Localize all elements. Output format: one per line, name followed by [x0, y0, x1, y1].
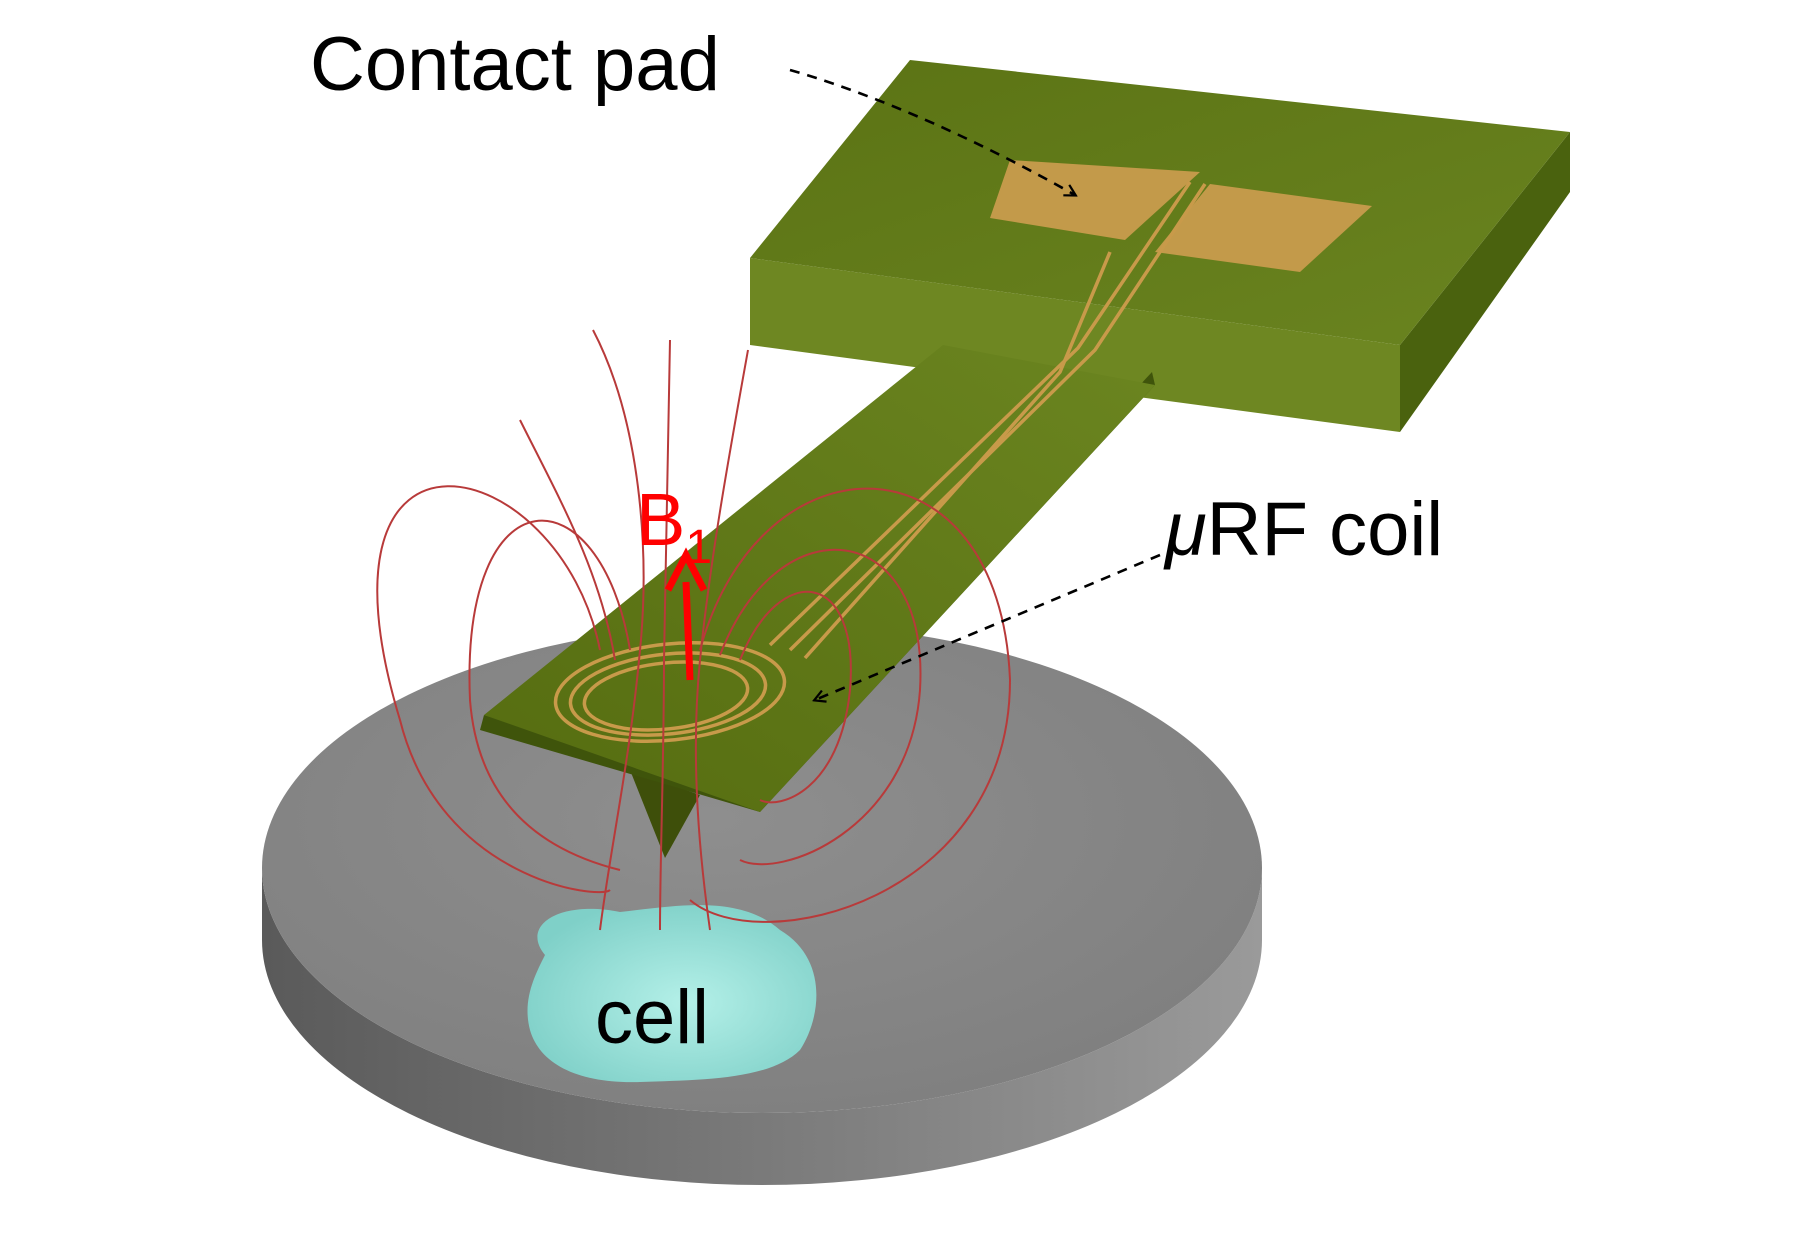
- b1-field-vector: B1: [636, 478, 712, 681]
- cell-shape: [527, 905, 817, 1083]
- field-line: [659, 339, 671, 931]
- chip-board: [750, 60, 1570, 432]
- substrate-side: [262, 868, 1262, 1185]
- cell-label: cell: [595, 975, 709, 1060]
- coil-label-text: RF coil: [1207, 487, 1443, 572]
- b1-subscript: 1: [685, 521, 712, 574]
- coil-pointer: [815, 553, 1161, 700]
- b1-label: B1: [636, 478, 712, 574]
- substrate-disk: [262, 623, 1262, 1185]
- chip-board-right: [1400, 132, 1570, 432]
- field-line: [592, 329, 645, 931]
- coil-turn-inner: [582, 660, 750, 732]
- field-line: [739, 590, 852, 804]
- contact-pad-right: [1155, 184, 1372, 272]
- field-line: [376, 485, 611, 894]
- b1-arrow-head: [664, 547, 708, 592]
- b1-letter: B: [636, 478, 685, 561]
- contact-pad-label: Contact pad: [310, 22, 720, 107]
- field-line: [719, 548, 922, 866]
- field-line: [694, 349, 749, 931]
- cantilever-tip: [630, 770, 700, 858]
- b1-arrow-shaft: [682, 581, 694, 681]
- trace-lead-b: [788, 183, 1207, 652]
- chip-board-front: [750, 258, 1400, 432]
- cantilever-top: [484, 345, 1155, 812]
- substrate-top: [262, 623, 1262, 1113]
- field-line: [468, 519, 631, 871]
- cantilever: [480, 345, 1155, 858]
- trace-lead-c: [803, 251, 1112, 660]
- trace-lead-a: [768, 181, 1192, 647]
- contact-pad-left: [990, 160, 1200, 240]
- contact-pad-pointer: [789, 68, 1075, 195]
- field-lines: [376, 329, 1012, 931]
- field-line: [689, 487, 1012, 923]
- field-line: [519, 419, 616, 661]
- coil-label-mu: μ: [1163, 487, 1207, 572]
- coil-label: μRF coil: [1163, 487, 1443, 572]
